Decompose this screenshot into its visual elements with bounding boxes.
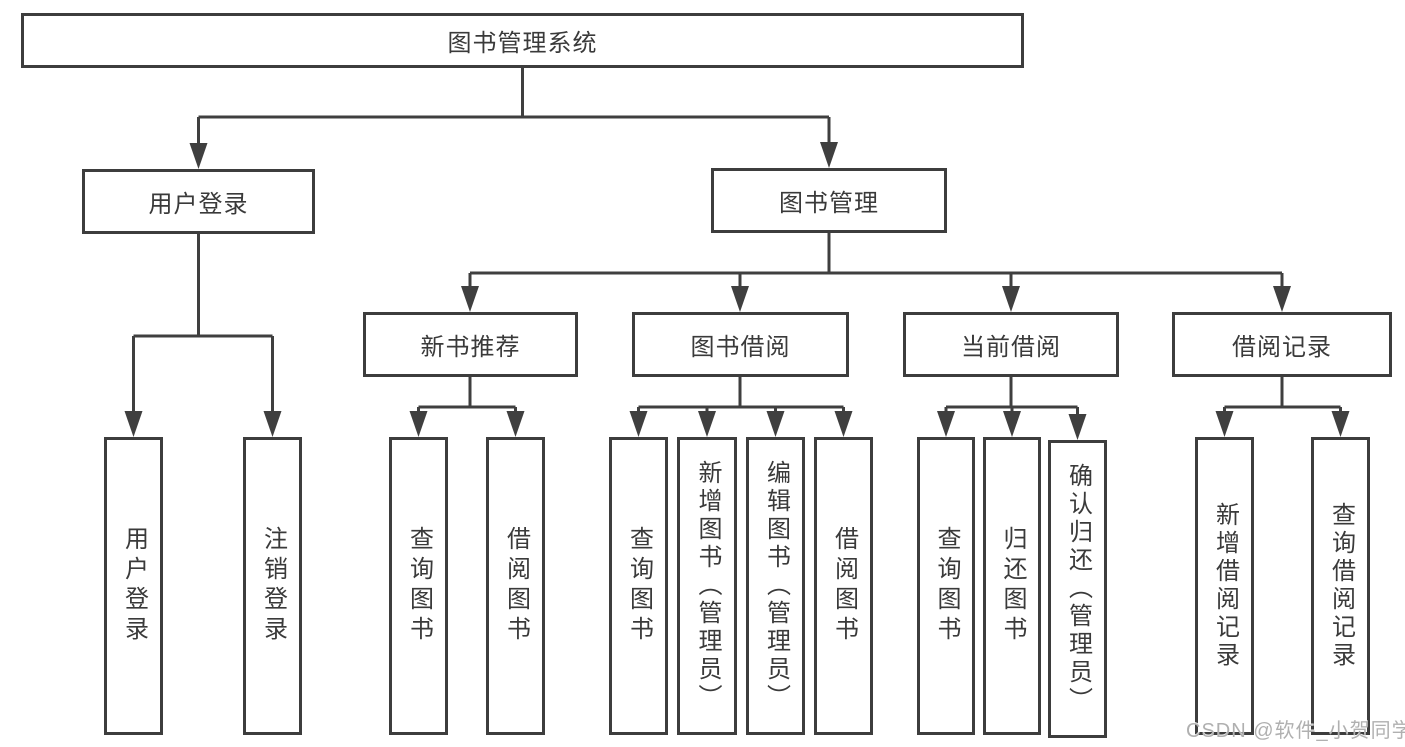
node-current-borrow: 当前借阅 bbox=[903, 312, 1119, 377]
connector-borrow-leaves bbox=[629, 377, 853, 437]
csdn-watermark: CSDN @软件_小贺同学 bbox=[1186, 720, 1405, 742]
node-user-login: 用户登录 bbox=[82, 169, 315, 234]
connector-mgmt-to-level3 bbox=[461, 233, 1291, 312]
leaf-add-borrow-record: 新增借阅记录 bbox=[1195, 437, 1254, 735]
node-borrow-records: 借阅记录 bbox=[1172, 312, 1392, 377]
leaf-user-login: 用户登录 bbox=[104, 437, 163, 735]
connector-current-leaves bbox=[937, 377, 1087, 440]
leaf-query-borrow-record: 查询借阅记录 bbox=[1311, 437, 1370, 735]
leaf-borrow-books-2: 借阅图书 bbox=[814, 437, 873, 735]
connector-records-leaves bbox=[1215, 377, 1350, 437]
leaf-return-books: 归还图书 bbox=[983, 437, 1041, 735]
leaf-query-books-2: 查询图书 bbox=[609, 437, 668, 735]
connector-login-leaves bbox=[124, 234, 282, 437]
node-book-management: 图书管理 bbox=[711, 168, 947, 233]
leaf-confirm-return-admin: 确认归还（管理员） bbox=[1048, 440, 1107, 738]
leaf-logout: 注销登录 bbox=[243, 437, 302, 735]
leaf-edit-books-admin: 编辑图书（管理员） bbox=[746, 437, 805, 735]
node-new-book-recommend: 新书推荐 bbox=[363, 312, 578, 377]
leaf-borrow-books: 借阅图书 bbox=[486, 437, 545, 735]
leaf-query-books-3: 查询图书 bbox=[917, 437, 975, 735]
leaf-add-books-admin: 新增图书（管理员） bbox=[677, 437, 737, 735]
node-book-borrow: 图书借阅 bbox=[632, 312, 849, 377]
connector-root-to-level2 bbox=[189, 68, 838, 169]
leaf-query-books: 查询图书 bbox=[389, 437, 448, 735]
node-root-system: 图书管理系统 bbox=[21, 13, 1024, 68]
connector-newbook-leaves bbox=[409, 377, 525, 437]
